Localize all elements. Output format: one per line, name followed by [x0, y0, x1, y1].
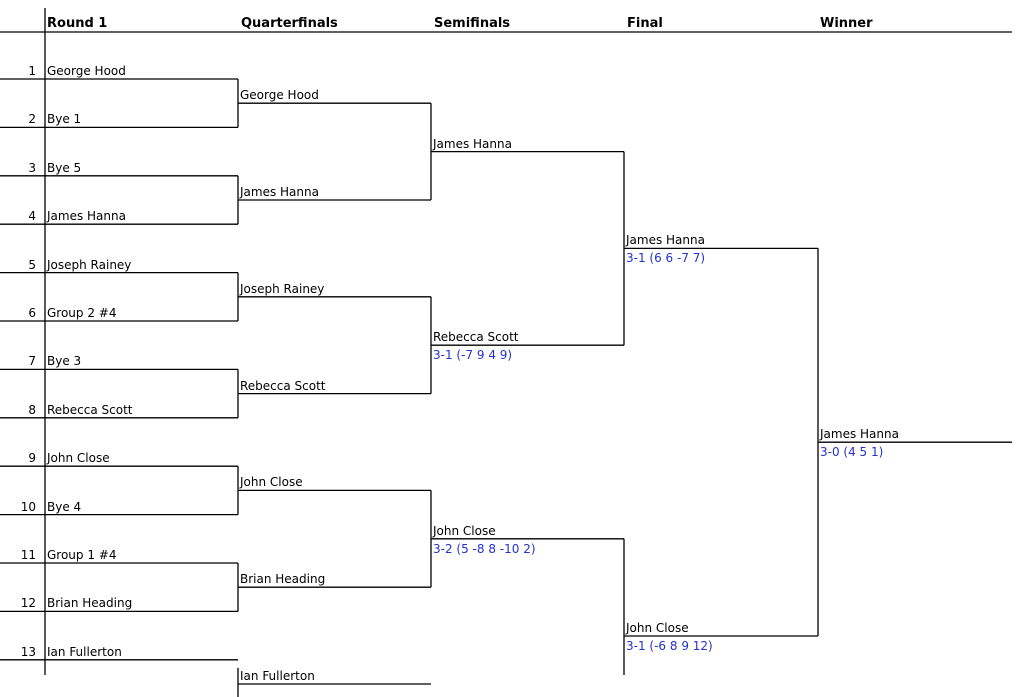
seed-number: 9 [28, 451, 36, 466]
seed-number: 8 [28, 402, 36, 417]
player-name: Bye 3 [47, 354, 82, 369]
player-name: Rebecca Scott [240, 378, 326, 393]
player-name: Bye 1 [47, 112, 82, 127]
player-name: Rebecca Scott [433, 330, 519, 345]
player-name: James Hanna [626, 233, 705, 248]
match-score: 3-1 (-6 8 9 12) [626, 639, 713, 653]
player-name: John Close [47, 451, 110, 466]
match-score: 3-2 (5 -8 8 -10 2) [433, 541, 536, 556]
match-score: 3-1 (-7 9 4 9) [433, 348, 513, 363]
player-name: Group 2 #4 [47, 306, 117, 320]
seed-number: 10 [20, 499, 36, 514]
player-name: Joseph Rainey [240, 281, 325, 296]
player-name: Brian Heading [47, 596, 133, 611]
match-score: 3-1 (6 6 -7 7) [626, 251, 706, 266]
player-name: Brian Heading [240, 572, 326, 587]
seed-number: 6 [28, 306, 36, 320]
seed-number: 7 [28, 354, 36, 369]
player-name: John Close [240, 475, 303, 490]
player-name: Group 1 #4 [47, 548, 117, 562]
player-name: George Hood [240, 88, 319, 103]
header-quarterfinals: Quarterfinals [241, 16, 338, 31]
winner-name: James Hanna [820, 427, 899, 442]
header-semifinals: Semifinals [434, 16, 511, 31]
player-name: Bye 4 [47, 499, 82, 514]
header-winner: Winner [820, 16, 873, 31]
player-name: Rebecca Scott [47, 402, 133, 417]
player-name: Ian Fullerton [47, 644, 122, 659]
player-name: James Hanna [433, 136, 512, 151]
winner-score: 3-0 (4 5 1) [820, 445, 884, 460]
player-name: John Close [626, 621, 689, 635]
seed-number: 5 [28, 257, 36, 272]
player-name: Bye 5 [47, 160, 82, 175]
player-name: Ian Fullerton [240, 669, 315, 683]
seed-number: 4 [28, 209, 36, 224]
player-name: James Hanna [240, 185, 319, 199]
player-name: George Hood [47, 64, 126, 78]
seed-number: 13 [20, 644, 36, 659]
seed-number: 1 [28, 64, 36, 78]
seed-number: 2 [28, 112, 36, 127]
seed-number: 11 [20, 548, 36, 562]
player-name: John Close [433, 523, 496, 538]
header-round-1: Round 1 [47, 16, 108, 31]
player-name: Joseph Rainey [47, 257, 132, 272]
seed-number: 3 [28, 160, 36, 175]
player-name: James Hanna [47, 209, 126, 224]
header-final: Final [627, 16, 663, 31]
seed-number: 12 [20, 596, 36, 611]
